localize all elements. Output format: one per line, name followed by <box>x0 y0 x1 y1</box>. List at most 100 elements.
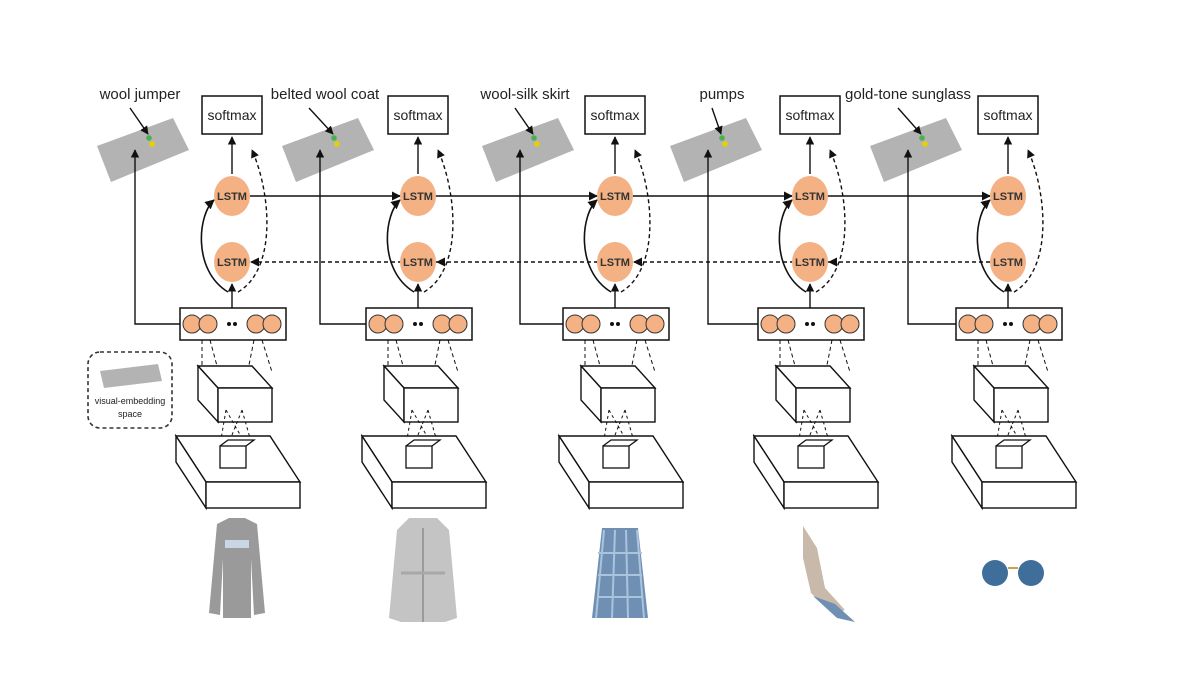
item-label: pumps <box>699 86 744 103</box>
forward-lstm-node <box>214 176 250 216</box>
projection-line <box>644 339 656 373</box>
label-pointer-arrow <box>129 107 149 135</box>
backward-output-arrow <box>620 149 651 293</box>
ellipsis-dot <box>233 322 237 326</box>
sweater-print <box>225 540 249 548</box>
feature-to-embedding-arrow <box>515 149 563 325</box>
feature-unit <box>958 314 978 334</box>
projection-line <box>839 339 851 373</box>
projection-line <box>225 409 247 446</box>
embedding-point <box>146 135 152 141</box>
softmax-box <box>201 95 263 135</box>
backward-output-arrow <box>423 149 454 293</box>
receptive-field-cube-top <box>797 439 834 447</box>
projection-line <box>608 409 630 446</box>
receptive-field-cube-top <box>995 439 1032 447</box>
receptive-field-cube <box>219 445 247 469</box>
feature-unit <box>1022 314 1042 334</box>
embedding-point <box>334 141 340 147</box>
forward-input-arrow <box>386 199 415 293</box>
forward-lstm-node <box>597 176 633 216</box>
backward-lstm-node <box>400 242 436 282</box>
softmax-label: softmax <box>393 107 442 123</box>
feature-unit <box>262 314 282 334</box>
feature-to-embedding-arrow <box>130 149 180 325</box>
lstm-label: LSTM <box>795 191 825 203</box>
sweater-shape <box>209 518 265 618</box>
embedding-point <box>531 135 537 141</box>
feature-unit <box>760 314 780 334</box>
receptive-field-cube <box>405 445 433 469</box>
feature-unit <box>246 314 266 334</box>
lstm-label: LSTM <box>795 257 825 269</box>
coat-icon <box>389 518 457 622</box>
receptive-field-cube <box>602 445 630 469</box>
projection-line <box>447 339 459 373</box>
legend-label-line2: space <box>118 409 142 419</box>
backward-output-arrow <box>237 149 268 293</box>
embedding-point <box>922 141 928 147</box>
embedding-point <box>534 141 540 147</box>
projection-line <box>1001 409 1023 446</box>
embedding-point <box>919 135 925 141</box>
feature-to-embedding-arrow <box>903 149 956 325</box>
backward-lstm-node <box>792 242 828 282</box>
lstm-label: LSTM <box>403 191 433 203</box>
feature-unit <box>182 314 202 334</box>
embedding-point <box>722 141 728 147</box>
softmax-label: softmax <box>785 107 834 123</box>
feature-unit <box>432 314 452 334</box>
lstm-label: LSTM <box>217 257 247 269</box>
softmax-box <box>977 95 1039 135</box>
lstm-label: LSTM <box>600 191 630 203</box>
feature-unit <box>1038 314 1058 334</box>
skirt-shape <box>592 528 648 618</box>
embedding-point <box>719 135 725 141</box>
receptive-field-cube <box>797 445 825 469</box>
ellipsis-dot <box>1009 322 1013 326</box>
ellipsis-dot <box>610 322 614 326</box>
label-pointer-arrow <box>308 107 334 135</box>
sunglasses-icon <box>982 560 1044 586</box>
forward-lstm-node <box>792 176 828 216</box>
feature-unit <box>776 314 796 334</box>
forward-input-arrow <box>583 199 612 293</box>
embedding-point <box>149 141 155 147</box>
feature-unit <box>448 314 468 334</box>
item-label: wool-silk skirt <box>479 86 570 103</box>
receptive-field-cube-top <box>602 439 639 447</box>
projection-line <box>411 409 433 446</box>
softmax-box <box>584 95 646 135</box>
projection-line <box>1037 339 1049 373</box>
feature-unit <box>581 314 601 334</box>
pumps-icon <box>803 526 855 622</box>
pump-left-shape <box>803 526 845 614</box>
softmax-label: softmax <box>590 107 639 123</box>
feature-unit <box>824 314 844 334</box>
legend-label-line1: visual-embedding <box>95 396 166 406</box>
feature-unit <box>840 314 860 334</box>
ellipsis-dot <box>805 322 809 326</box>
lstm-label: LSTM <box>600 257 630 269</box>
feature-unit <box>565 314 585 334</box>
input-block-front <box>205 481 301 509</box>
label-pointer-arrow <box>897 107 922 135</box>
lstm-label: LSTM <box>217 191 247 203</box>
feature-unit <box>368 314 388 334</box>
embedding-plane <box>670 118 762 182</box>
item-label: belted wool coat <box>271 86 380 103</box>
item-label: gold-tone sunglass <box>845 86 971 103</box>
feature-unit <box>974 314 994 334</box>
ellipsis-dot <box>227 322 231 326</box>
conv-block-front <box>795 387 851 423</box>
backward-lstm-node <box>990 242 1026 282</box>
receptive-field-cube-top <box>405 439 442 447</box>
backward-output-arrow <box>1013 149 1044 293</box>
skirt-icon <box>592 528 648 619</box>
backward-lstm-node <box>214 242 250 282</box>
